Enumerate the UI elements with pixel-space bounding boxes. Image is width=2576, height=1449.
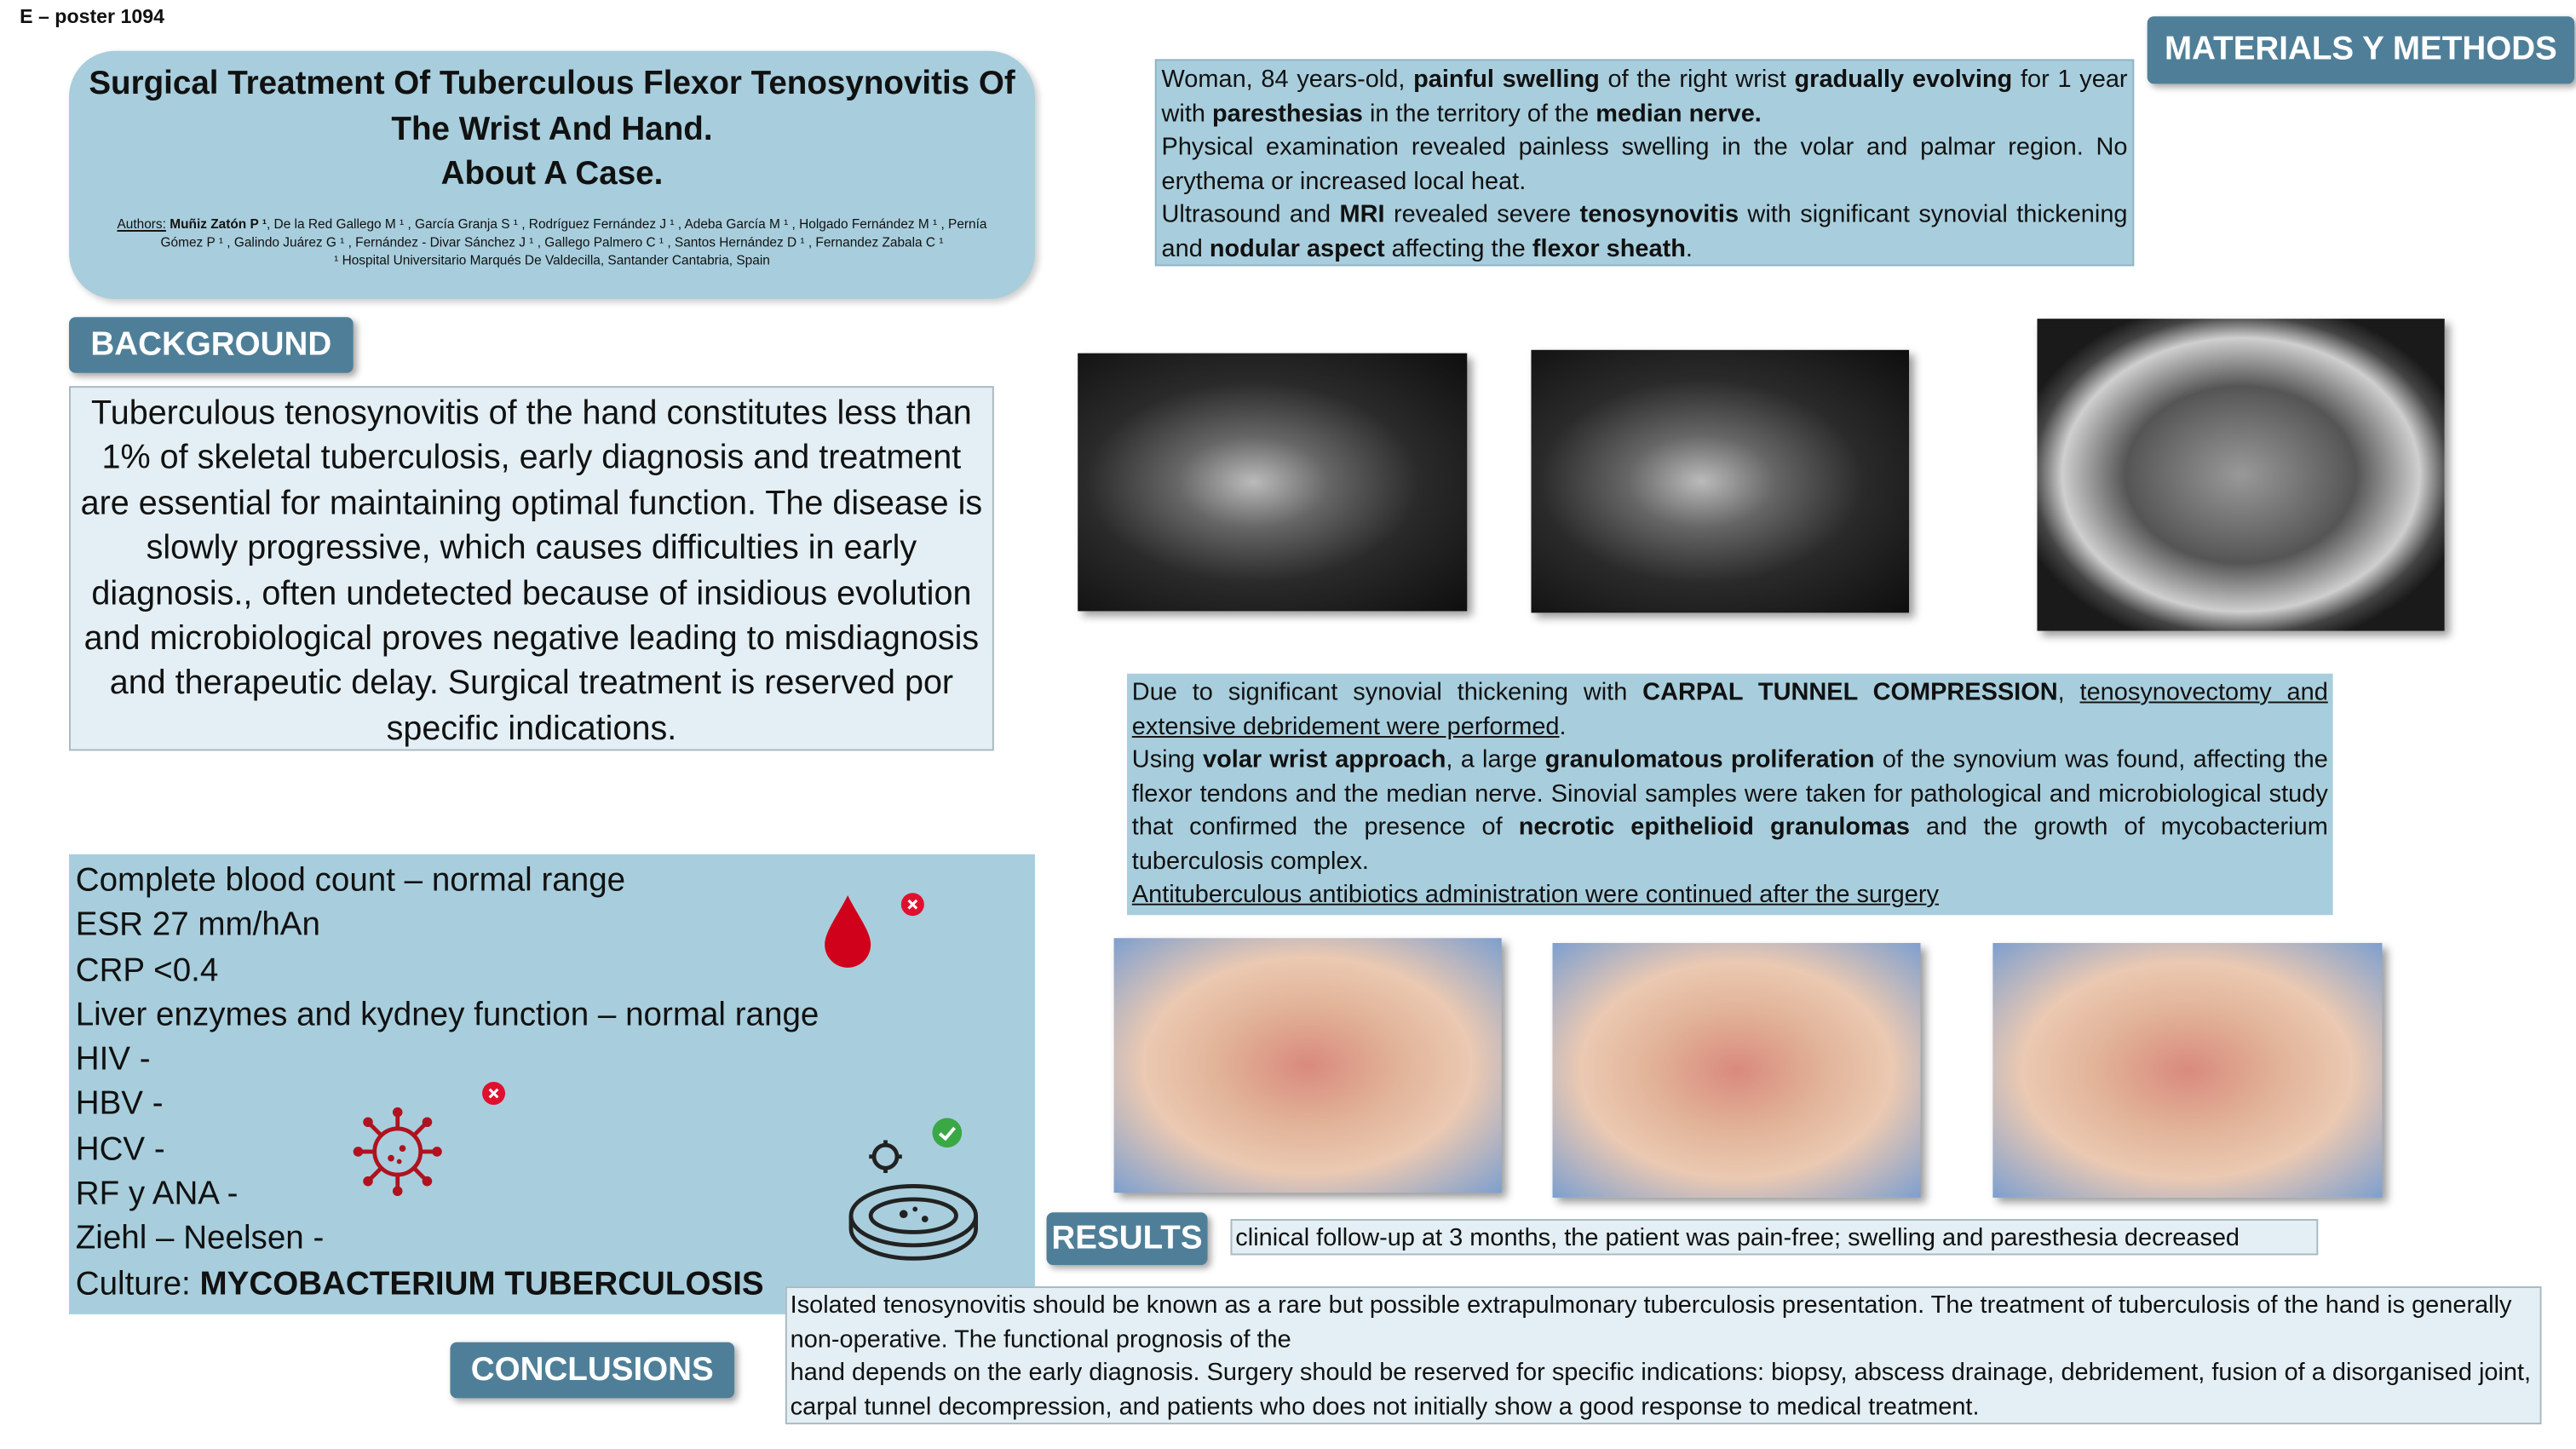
text-fragment: affecting the [1384, 233, 1532, 262]
text-fragment: median nerve. [1596, 99, 1762, 128]
antibiotics-note: Antituberculous antibiotics administrati… [1131, 880, 1939, 909]
text-fragment: MRI [1339, 200, 1385, 229]
lab-item: HBV - [75, 1086, 164, 1124]
text-fragment: CARPAL TUNNEL COMPRESSION [1642, 678, 2058, 707]
mri-sagittal-image [1078, 353, 1468, 612]
text-fragment: of the synovium was found, affecting the… [1131, 745, 2328, 842]
title-box: Surgical Treatment Of Tuberculous Flexor… [69, 50, 1036, 300]
culture-value: MYCOBACTERIUM TUBERCULOSIS [199, 1266, 764, 1302]
conclusion-line: hand depends on the early diagnosis. Sur… [790, 1358, 2532, 1421]
lab-item: CRP <0.4 [75, 952, 219, 989]
culture-label: Culture: [75, 1266, 200, 1302]
lab-item: Liver enzymes and kydney function – norm… [75, 997, 819, 1033]
conclusions-heading: CONCLUSIONS [450, 1342, 735, 1399]
text-fragment: , a large [1446, 745, 1545, 774]
results-text: clinical follow-up at 3 months, the pati… [1230, 1219, 2319, 1256]
poster-title: Surgical Treatment Of Tuberculous Flexor… [69, 62, 1035, 198]
lab-item: Complete blood count – normal range [75, 862, 626, 899]
authors-label: Authors: [117, 216, 166, 231]
first-author: Muñiz Zatón P ¹ [170, 216, 267, 231]
conclusions-text: Isolated tenosynovitis should be known a… [785, 1286, 2542, 1425]
surgery-description: Due to significant synovial thickening w… [1127, 673, 2333, 916]
text-fragment: revealed severe [1384, 200, 1580, 229]
title-line: Surgical Treatment Of Tuberculous Flexor… [89, 66, 1015, 102]
text-fragment: painful swelling [1413, 66, 1600, 94]
text-fragment: volar wrist approach [1203, 745, 1446, 774]
authors-line: , De la Red Gallego M ¹ , García Granja … [266, 216, 987, 231]
text-fragment: tenosynovitis [1579, 200, 1739, 229]
petri-dish-icon [848, 1140, 978, 1261]
text-fragment: , [2057, 678, 2080, 707]
text-fragment: necrotic epithelioid granulomas [1518, 813, 1910, 842]
negative-x-icon [482, 1081, 506, 1105]
lab-results-box: Complete blood count – normal range ESR … [69, 854, 1036, 1314]
case-description: Woman, 84 years-old, painful swelling of… [1154, 59, 2135, 267]
text-fragment: for 1 year with [1161, 66, 2128, 128]
surgery-photo-2 [1552, 943, 1921, 1198]
text-fragment: gradually evolving [1794, 66, 2013, 94]
mri-axial-image [2037, 319, 2445, 631]
surgery-photo-1 [1113, 938, 1502, 1193]
background-text: Tuberculous tenosynovitis of the hand co… [69, 386, 994, 751]
title-line: The Wrist And Hand. [391, 111, 713, 147]
background-heading: BACKGROUND [69, 317, 354, 373]
culture-item: Culture: MYCOBACTERIUM TUBERCULOSIS [76, 1262, 1029, 1308]
lab-item: ESR 27 mm/hAn [75, 907, 320, 944]
exam-paragraph: Physical examination revealed painless s… [1161, 133, 2128, 195]
positive-check-icon [932, 1118, 963, 1148]
results-heading: RESULTS [1046, 1212, 1208, 1266]
virus-icon [353, 1107, 442, 1197]
blood-drop-icon [825, 895, 871, 968]
text-fragment: paresthesias [1212, 99, 1363, 128]
text-fragment: . [1685, 233, 1693, 262]
poster-id: E – poster 1094 [20, 4, 164, 28]
text-fragment: Due to significant synovial thickening w… [1131, 678, 1643, 707]
mri-coronal-image [1531, 349, 1910, 613]
authors: Authors: Muñiz Zatón P ¹, De la Red Gall… [69, 215, 1035, 269]
lab-item: RF y ANA - [75, 1176, 239, 1213]
text-fragment: Using [1131, 745, 1204, 774]
authors-line: Gómez P ¹ , Galindo Juárez G ¹ , Fernánd… [160, 233, 944, 250]
text-fragment: tenosynovectomy and extensive debridemen… [1131, 678, 2328, 740]
text-fragment: in the territory of the [1362, 99, 1596, 128]
text-fragment: Ultrasound and [1161, 200, 1340, 229]
text-fragment: flexor sheath [1532, 233, 1686, 262]
text-fragment: and the growth of mycobacterium tubercul… [1131, 813, 2328, 875]
methods-heading: MATERIALS Y METHODS [2147, 16, 2575, 84]
text-fragment: with significant synovial thickening and [1161, 200, 2128, 262]
title-line: About A Case. [440, 156, 664, 193]
lab-item: HCV - [75, 1131, 165, 1168]
text-fragment: of the right wrist [1599, 66, 1795, 94]
text-fragment: nodular aspect [1209, 233, 1385, 262]
affiliation: ¹ Hospital Universitario Marqués De Vald… [334, 252, 770, 267]
text-fragment: granulomatous proliferation [1544, 745, 1875, 774]
text-fragment: Woman, 84 years-old, [1161, 66, 1414, 94]
negative-x-icon [900, 893, 924, 917]
surgery-photo-3 [1992, 943, 2383, 1198]
conclusion-line: Isolated tenosynovitis should be known a… [790, 1291, 2512, 1354]
lab-item: HIV - [75, 1042, 151, 1078]
lab-item: Ziehl – Neelsen - [75, 1221, 325, 1258]
text-fragment: . [1559, 712, 1567, 740]
